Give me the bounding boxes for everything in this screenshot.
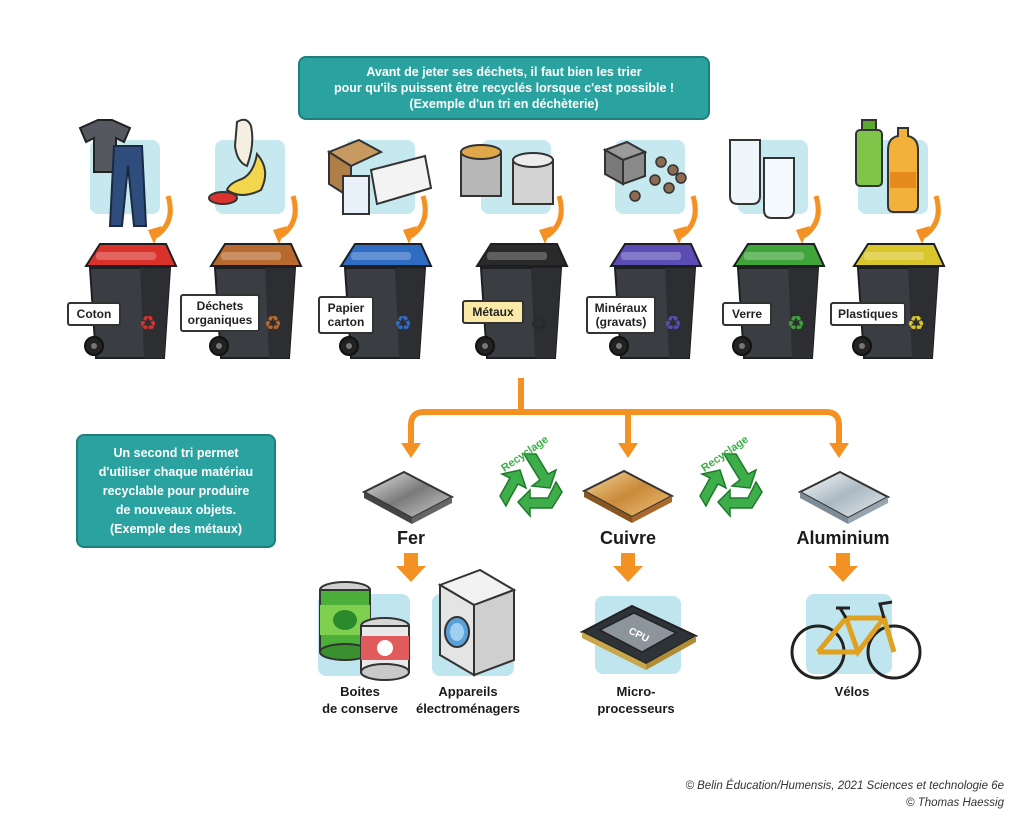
bin-label-minerals: Minéraux(gravats) xyxy=(586,296,656,334)
washing-machine-icon xyxy=(432,568,517,677)
second-line-2: d'utiliser chaque matériau xyxy=(98,465,254,479)
waste-bin: ♻ xyxy=(209,243,303,359)
metal-copper: Cuivre xyxy=(599,528,657,548)
bin-label-glass: Verre xyxy=(722,302,772,326)
product-label-microprocessors: Micro-processeurs xyxy=(597,684,675,716)
cpu-chip-icon: CPU xyxy=(579,596,699,674)
intro-line-3: (Exemple d'un tri en déchèterie) xyxy=(409,97,599,111)
product-arrows xyxy=(396,553,858,582)
bin-label-plastics: Plastiques xyxy=(830,302,906,326)
bin-recycle-icon: ♻ xyxy=(264,311,282,335)
rubble-icon xyxy=(602,140,698,244)
copper-plate xyxy=(581,469,675,523)
waste-bin: ♻ xyxy=(339,243,433,359)
recycling-symbol-2 xyxy=(699,453,763,519)
recycling-symbol-1 xyxy=(499,453,563,519)
metal-aluminium: Aluminium xyxy=(796,528,890,548)
bin-recycle-icon: ♻ xyxy=(907,311,925,335)
aluminium-plate xyxy=(797,470,891,524)
waste-bin: ♻ xyxy=(84,243,178,359)
second-line-3: recyclable pour produire xyxy=(102,484,250,498)
bin-recycle-icon: ♻ xyxy=(394,311,412,335)
food-waste-icon xyxy=(208,118,298,244)
bin-recycle-icon: ♻ xyxy=(139,311,157,335)
bin-label-metal: Métaux xyxy=(462,300,524,324)
paper-cardboard-icon xyxy=(326,138,433,244)
bin-recycle-icon: ♻ xyxy=(530,311,548,335)
intro-box: Avant de jeter ses déchets, il faut bien… xyxy=(298,56,710,120)
iron-plate xyxy=(361,470,455,524)
product-label-bikes: Vélos xyxy=(834,684,870,699)
cans-icon xyxy=(460,140,564,244)
bin-recycle-icon: ♻ xyxy=(787,311,805,335)
waste-bin: ♻ xyxy=(475,243,569,359)
second-line-4: de nouveaux objets. xyxy=(115,503,237,517)
plastic-bottles-icon xyxy=(855,119,941,244)
credit-line-1: © Belin Éducation/Humensis, 2021 Science… xyxy=(685,780,1004,792)
bin-recycle-icon: ♻ xyxy=(664,311,682,335)
second-line-1: Un second tri permet xyxy=(113,446,239,460)
waste-bin: ♻ xyxy=(852,243,946,359)
bike-icon xyxy=(790,594,922,680)
distribution-arrows xyxy=(408,378,842,445)
tshirt-jeans-icon xyxy=(78,119,173,244)
distribution-arrowheads xyxy=(401,443,849,458)
second-line-5: (Exemple des métaux) xyxy=(110,522,242,536)
waste-bin: ♻ xyxy=(732,243,826,359)
metal-iron: Fer xyxy=(396,528,425,548)
intro-line-1: Avant de jeter ses déchets, il faut bien… xyxy=(366,65,642,79)
intro-line-2: pour qu'ils puissent être recyclés lorsq… xyxy=(333,81,675,95)
second-sort-box: Un second tri permet d'utiliser chaque m… xyxy=(76,434,276,548)
cans-icon xyxy=(318,581,410,681)
bin-label-coton: Coton xyxy=(67,302,121,326)
credit-line-2: © Thomas Haessig xyxy=(906,797,1004,809)
glass-jars-icon xyxy=(729,139,821,244)
